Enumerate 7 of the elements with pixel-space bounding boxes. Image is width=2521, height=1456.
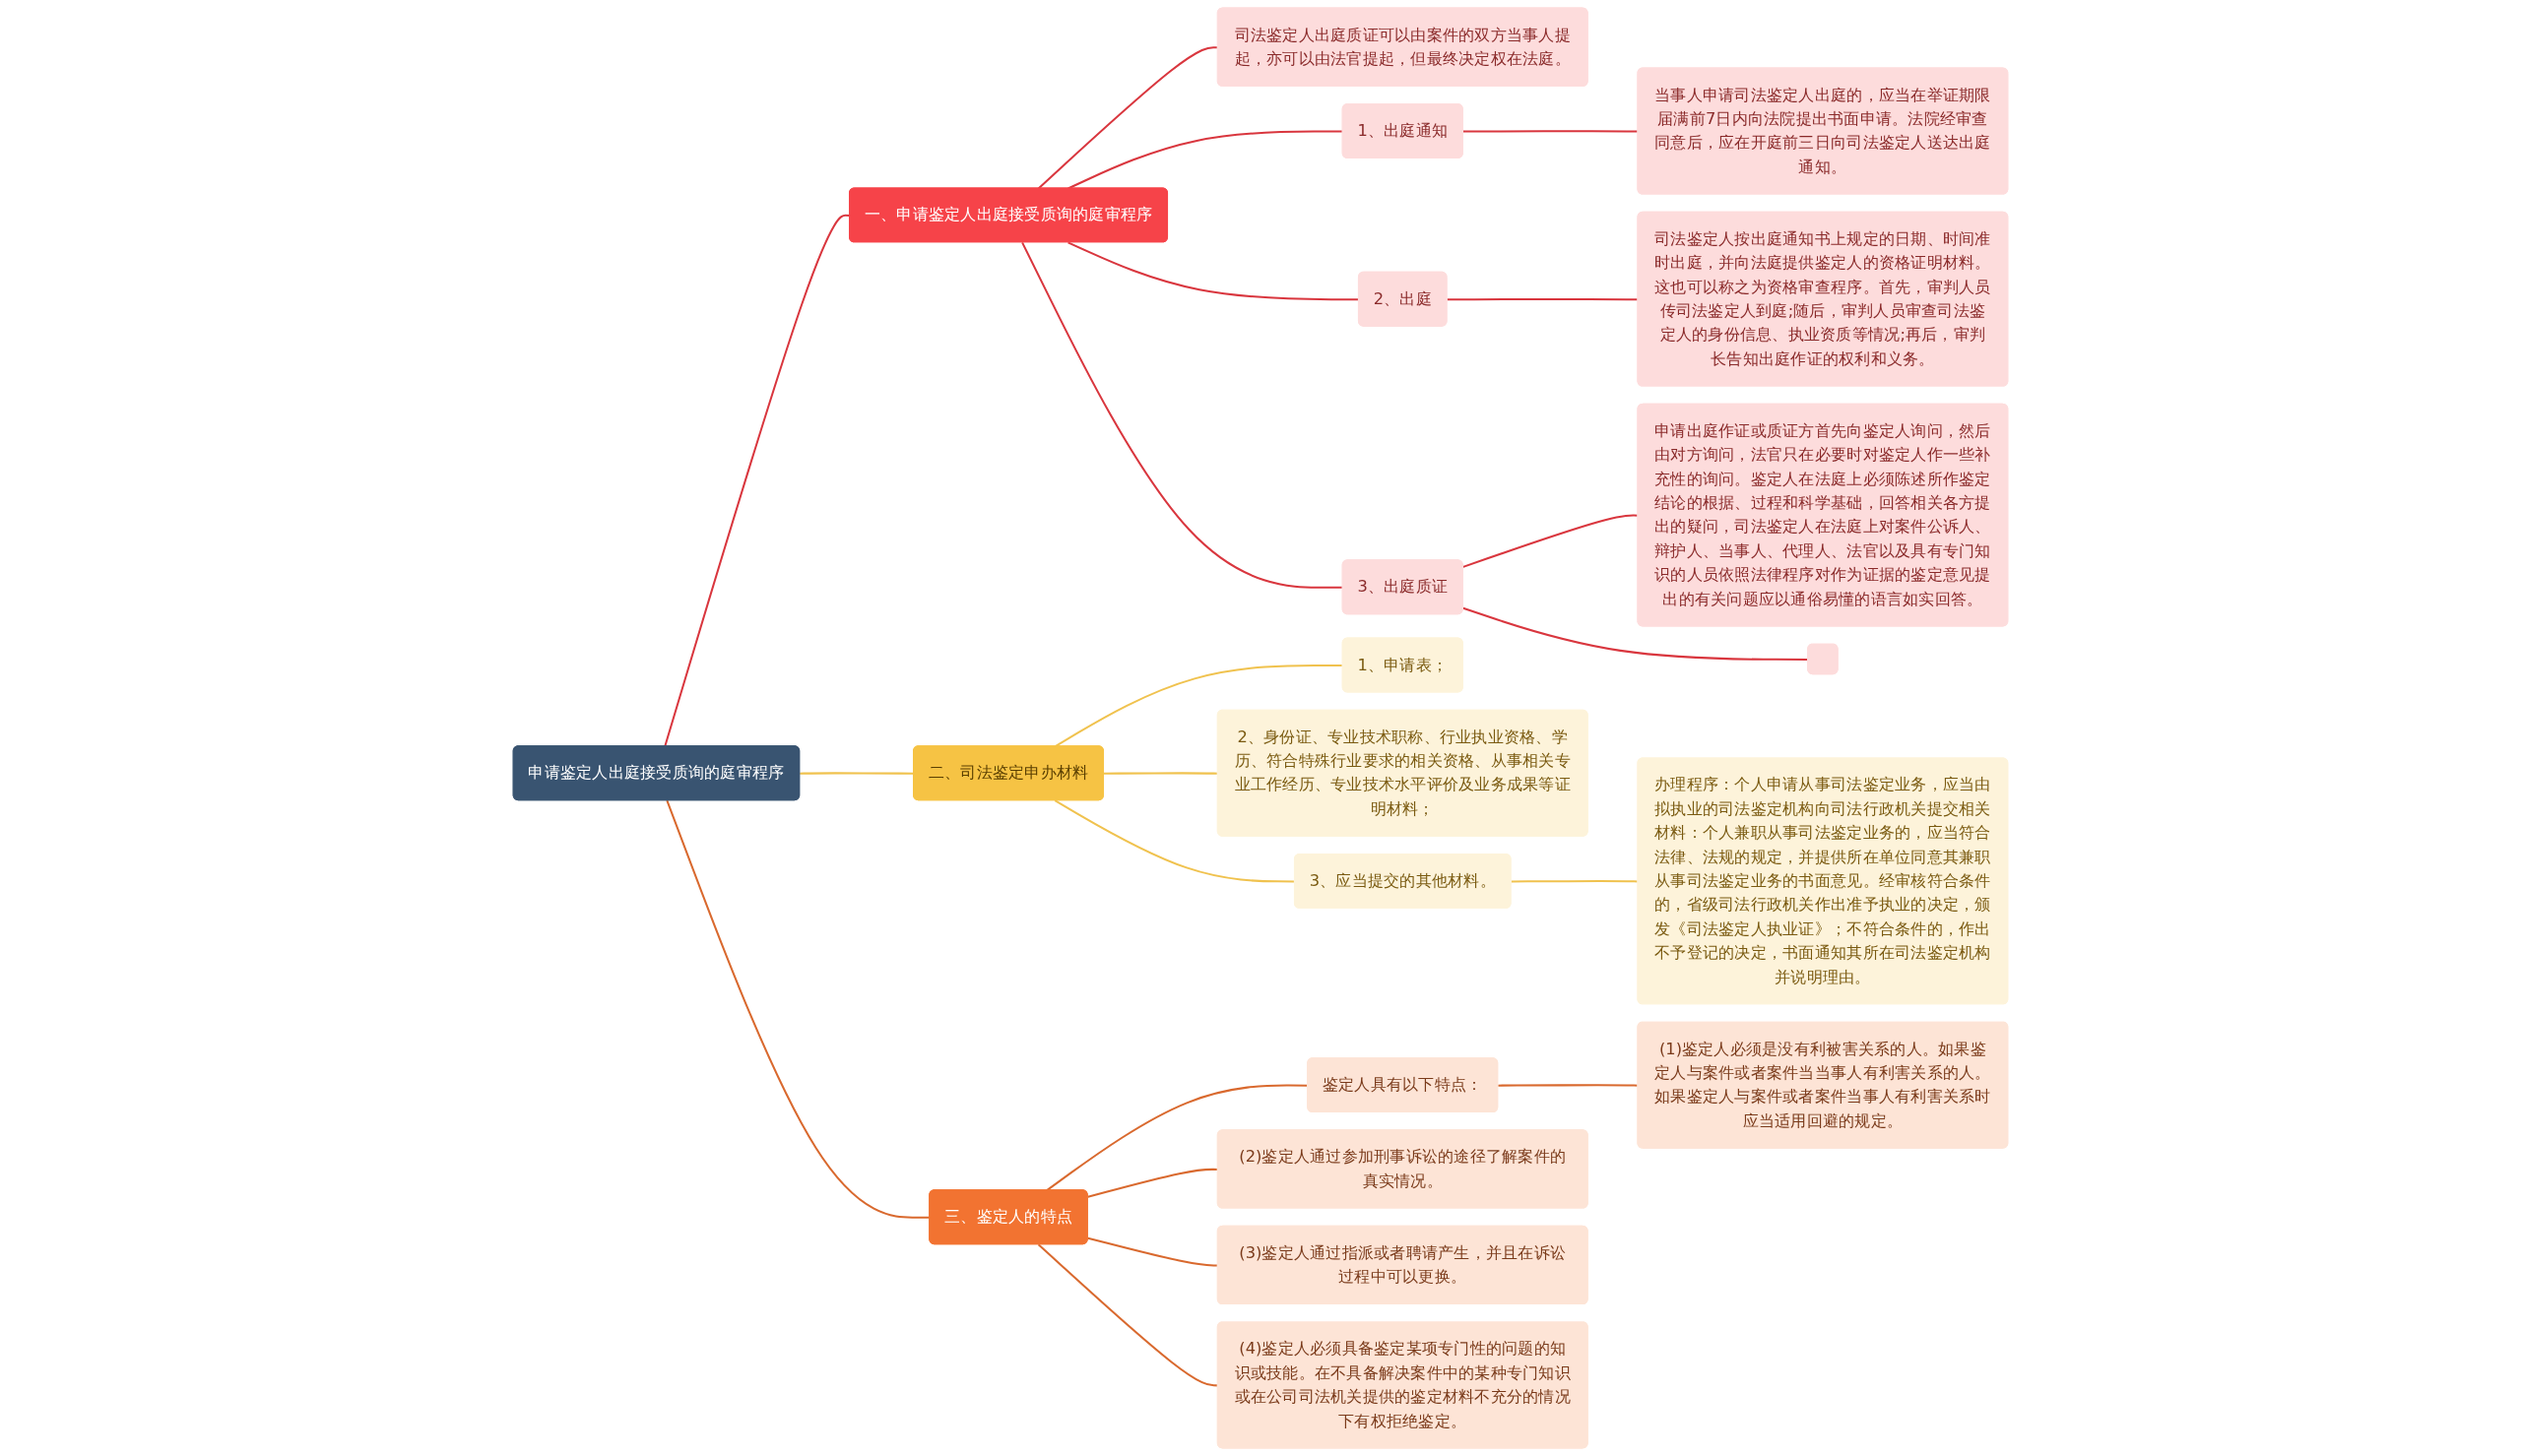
connector (1037, 1243, 1218, 1387)
connector (1087, 1236, 1218, 1267)
connector (1104, 772, 1218, 775)
connector (1067, 241, 1359, 301)
connector (1054, 799, 1295, 883)
connector (1021, 241, 1343, 589)
connector (1087, 1168, 1218, 1198)
